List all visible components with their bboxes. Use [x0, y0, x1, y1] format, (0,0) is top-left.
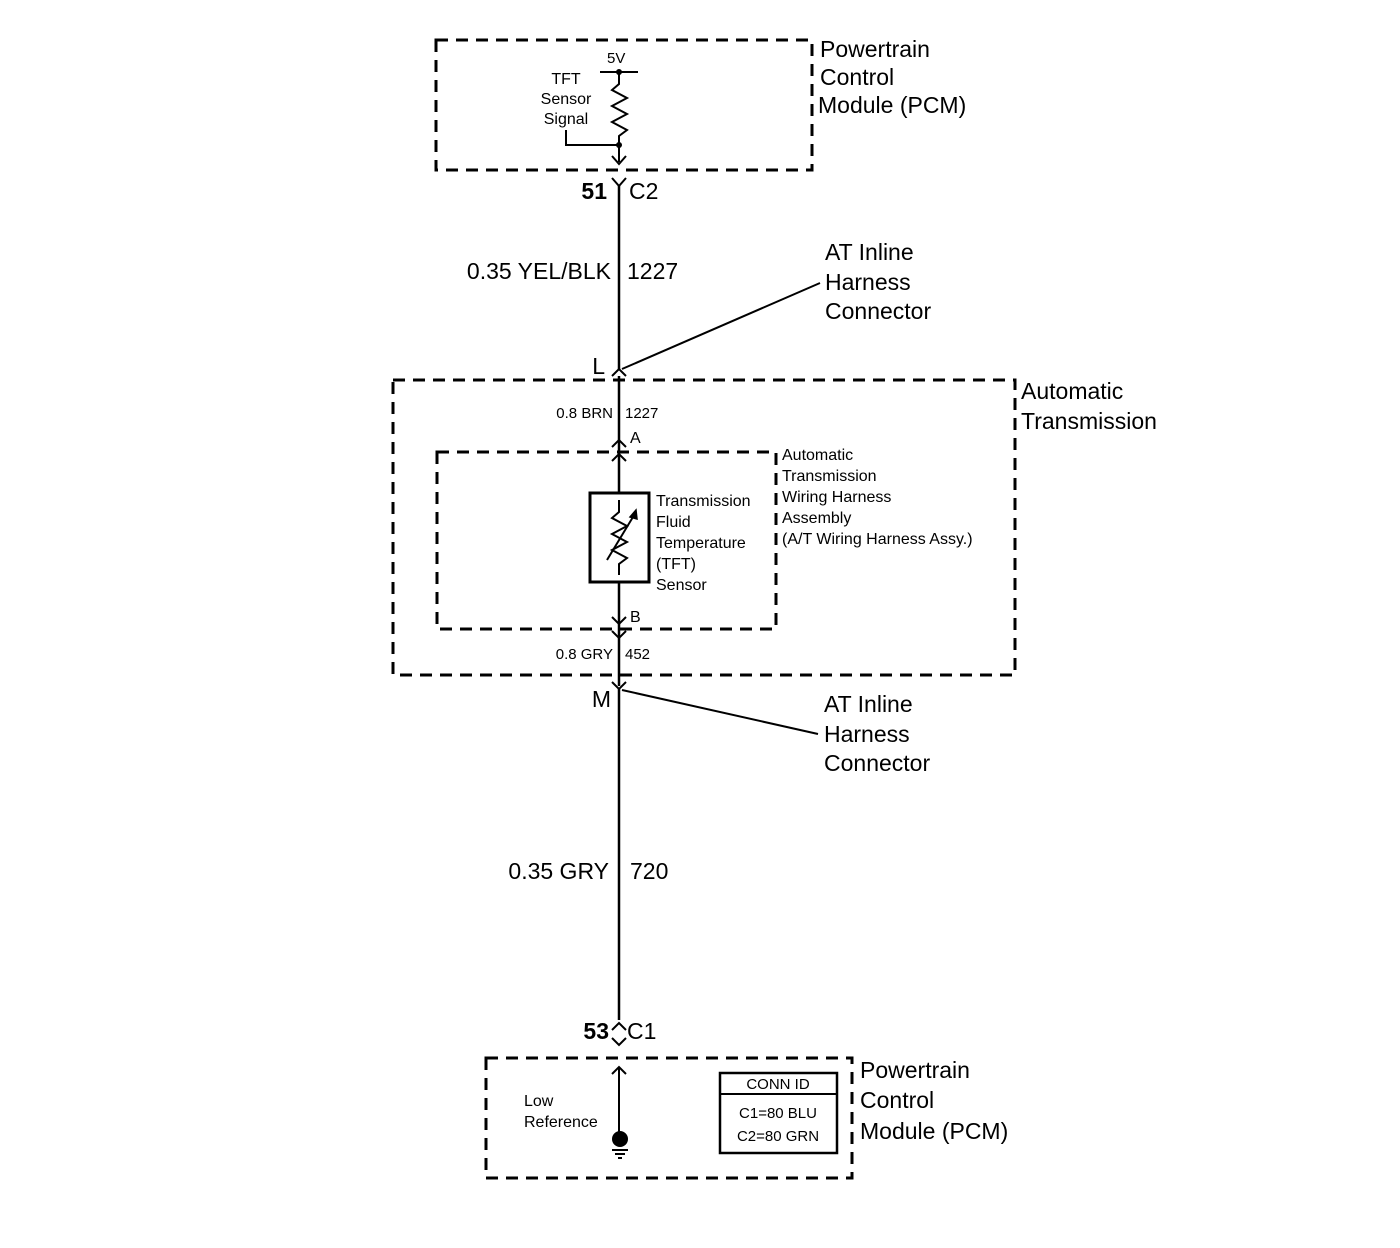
inline-bottom-label-line-1: AT Inline	[824, 691, 913, 717]
inline-connector-top: L AT Inline Harness Connector	[592, 239, 931, 379]
inline-connector-bottom: M AT Inline Harness Connector	[592, 681, 930, 776]
wire-b-gauge-color: 0.8 GRY	[556, 646, 613, 663]
connector-c1-icon	[611, 1037, 627, 1047]
inline-top-label-line-2: Harness	[825, 269, 911, 295]
inline-bottom-label-line-3: Connector	[824, 750, 930, 776]
harness-assembly-box	[435, 450, 778, 631]
pcm-bottom-title-line-3: Module (PCM)	[860, 1118, 1008, 1144]
wire-a-gauge-color: 0.8 BRN	[556, 405, 613, 422]
wire-b-circuit: 452	[625, 646, 650, 663]
connector-c2-label: C2	[629, 178, 658, 204]
pcm-top-terminal-arrow-icon	[611, 155, 627, 166]
transmission-box	[391, 378, 1017, 677]
pcm-top-module: Powertrain Control Module (PCM) 5V TFT S…	[434, 36, 966, 172]
pcm-top-box	[434, 38, 814, 172]
terminal-a-icon	[611, 438, 627, 448]
pcm-top-title-line-1: Powertrain	[820, 36, 930, 62]
conn-id-frame	[718, 1071, 839, 1155]
supply-voltage-label: 5V	[607, 50, 625, 67]
harness-label-line-1: Automatic	[782, 447, 853, 464]
harness-label-line-3: Wiring Harness	[782, 489, 891, 506]
wire-top-gauge-color: 0.35 YEL/BLK	[467, 258, 612, 284]
transmission-title-line-2: Transmission	[1021, 408, 1157, 434]
pull-up-resistor-icon	[609, 72, 630, 162]
wire-a-circuit: 1227	[625, 405, 658, 422]
pcm-bottom-title-line-1: Powertrain	[860, 1057, 970, 1083]
pcm-bottom-title-line-2: Control	[860, 1087, 934, 1113]
wire-bottom-gauge-color: 0.35 GRY	[508, 858, 609, 884]
pcm-top-connector: 51 C2	[581, 177, 658, 204]
tft-label-line-4: (TFT)	[656, 556, 696, 573]
inline-bottom-leader-line	[621, 689, 819, 735]
inline-top-label-line-3: Connector	[825, 298, 931, 324]
pcm-bottom-module: Powertrain Control Module (PCM) Low Refe…	[484, 1056, 1008, 1180]
inline-connector-l-icon	[611, 367, 627, 377]
harness-label-line-4: Assembly	[782, 510, 851, 527]
tft-label-line-2: Fluid	[656, 514, 691, 531]
inline-connector-m-pin: M	[592, 686, 611, 712]
connector-c1-label: C1	[627, 1018, 656, 1044]
conn-id-row-1: C1=80 BLU	[739, 1105, 817, 1122]
signal-label-line-1: TFT	[551, 71, 581, 88]
connector-c2-pin: 51	[581, 178, 607, 204]
tft-label-line-5: Sensor	[656, 577, 707, 594]
signal-tap-line	[565, 130, 619, 146]
harness-label-line-2: Transmission	[782, 468, 877, 485]
wire-top-circuit: 1227	[627, 258, 678, 284]
terminal-a-lower-icon	[611, 452, 627, 462]
connector-c2-icon	[611, 177, 627, 188]
inline-top-label-line-1: AT Inline	[825, 239, 914, 265]
tft-label-line-1: Transmission	[656, 493, 751, 510]
tft-label-line-3: Temperature	[656, 535, 746, 552]
pcm-top-title-line-3: Module (PCM)	[818, 92, 966, 118]
wire-bottom-circuit: 720	[630, 858, 668, 884]
conn-id-row-2: C2=80 GRN	[737, 1128, 819, 1145]
ground-node	[612, 1131, 628, 1147]
transmission-module: Automatic Transmission 0.8 BRN 1227 A Au…	[391, 376, 1157, 686]
terminal-b-lower-icon	[611, 630, 627, 640]
terminal-b-icon	[611, 616, 627, 626]
conn-id-header: CONN ID	[746, 1076, 810, 1093]
signal-label-line-2: Sensor	[541, 91, 592, 108]
inline-bottom-label-line-2: Harness	[824, 721, 910, 747]
thermistor-arrow-head-icon	[628, 508, 638, 521]
thermistor-arrow-shaft	[606, 511, 637, 561]
inline-connector-l-pin: L	[592, 353, 605, 379]
pcm-bottom-connector: 53 C1	[583, 1018, 656, 1047]
signal-label-line-3: Signal	[544, 111, 588, 128]
pcm-top-title-line-2: Control	[820, 64, 894, 90]
tft-sensor: Transmission Fluid Temperature (TFT) Sen…	[588, 491, 751, 594]
harness-label-line-5: (A/T Wiring Harness Assy.)	[782, 531, 973, 548]
low-ref-label-line-2: Reference	[524, 1114, 598, 1131]
terminal-a-label: A	[630, 430, 641, 447]
pcm-bottom-box	[484, 1056, 854, 1180]
transmission-title-line-1: Automatic	[1021, 378, 1123, 404]
inline-top-leader-line	[621, 282, 821, 370]
terminal-b-label: B	[630, 609, 641, 626]
low-ref-label-line-1: Low	[524, 1093, 554, 1110]
connector-c1-pin: 53	[583, 1018, 609, 1044]
conn-id-table: CONN ID C1=80 BLU C2=80 GRN	[718, 1071, 839, 1155]
connector-c1-upper-icon	[611, 1021, 627, 1031]
